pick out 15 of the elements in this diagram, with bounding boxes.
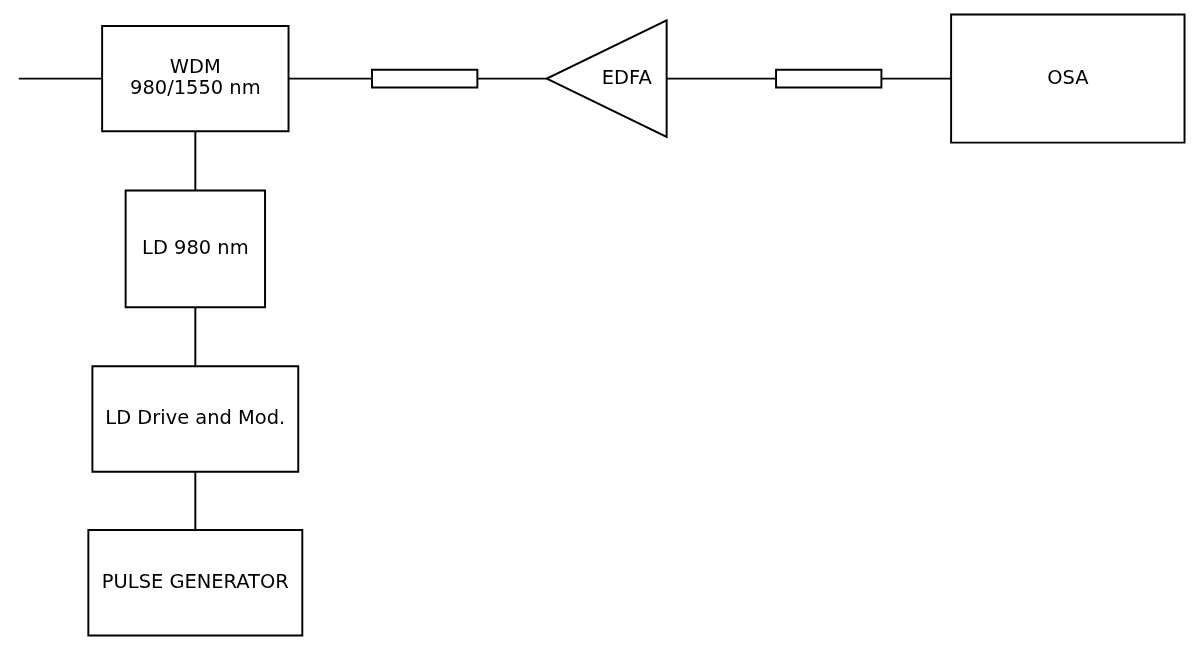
connector [17,77,103,80]
connector [193,470,196,531]
node-box [774,68,882,89]
node-box [370,68,478,89]
node-box: LD Drive and Mod. [90,365,299,473]
node-box: WDM 980/1550 nm [100,24,289,133]
connector [193,306,196,367]
node-box: LD 980 nm [124,189,266,309]
connector [880,77,952,80]
connector [193,130,196,192]
node-box: PULSE GENERATOR [86,529,303,637]
connector [287,77,372,80]
node-box: OSA [949,13,1185,144]
connector [665,77,776,80]
connector [476,77,548,80]
